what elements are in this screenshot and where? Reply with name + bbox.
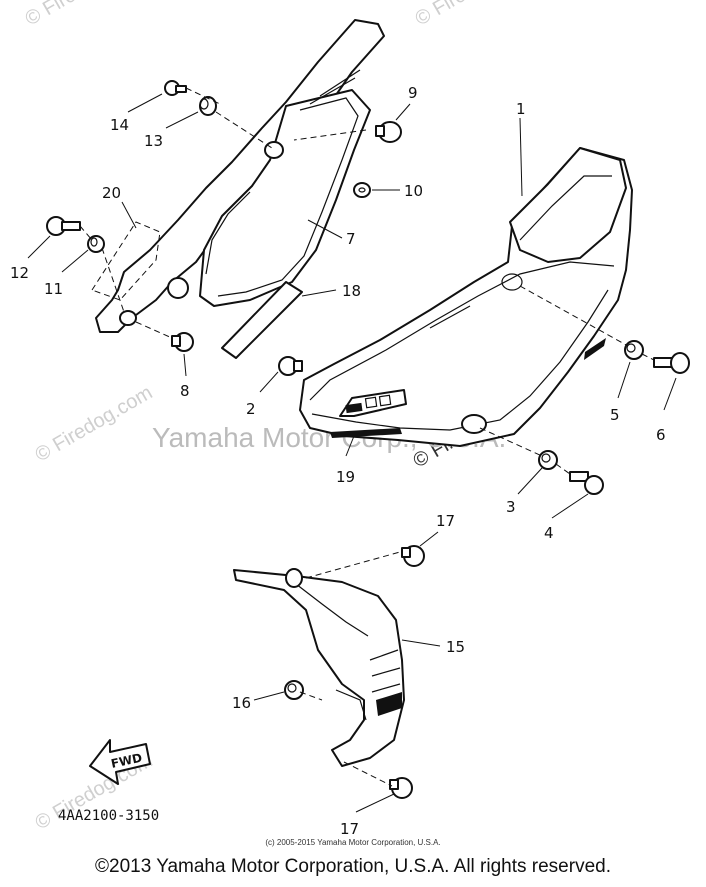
right-side-cover <box>299 147 633 447</box>
callout-8: 8 <box>180 382 190 400</box>
grommet-13 <box>199 96 217 116</box>
callout-20: 20 <box>102 184 121 202</box>
callout-13: 13 <box>144 132 163 150</box>
left-side-cover <box>95 19 385 333</box>
bolt-6 <box>653 352 690 374</box>
callout-10: 10 <box>404 182 423 200</box>
callout-5: 5 <box>610 406 620 424</box>
callout-6: 6 <box>656 426 666 444</box>
callout-1: 1 <box>516 100 526 118</box>
leader-lines <box>27 87 677 813</box>
fwd-label: FWD <box>110 751 144 771</box>
diagram-code: 4AA2100-3150 <box>58 808 159 824</box>
screw-14 <box>164 80 187 96</box>
grommet-16 <box>284 680 304 700</box>
washer-10 <box>353 182 371 198</box>
screw-17-lower <box>389 777 413 799</box>
copyright-notice: ©2013 Yamaha Motor Corporation, U.S.A. A… <box>95 856 611 877</box>
grommet-3 <box>538 450 558 470</box>
callout-16: 16 <box>232 694 251 712</box>
callout-17-lower: 17 <box>340 820 359 838</box>
copyright-small: (c) 2005-2015 Yamaha Motor Corporation, … <box>265 838 441 847</box>
callout-3: 3 <box>506 498 516 516</box>
callout-14: 14 <box>110 116 129 134</box>
callout-2: 2 <box>246 400 256 418</box>
cap-9 <box>375 121 402 143</box>
screw-17-upper <box>401 545 425 567</box>
callout-17-upper: 17 <box>436 512 455 530</box>
callout-18: 18 <box>342 282 361 300</box>
fwd-arrow: FWD <box>89 739 151 785</box>
callout-4: 4 <box>544 524 554 542</box>
callout-11: 11 <box>44 280 63 298</box>
callout-15: 15 <box>446 638 465 656</box>
fasteners <box>46 80 690 799</box>
emblem-19 <box>330 389 407 438</box>
watermark-firedog-left: © Firedog.com <box>32 382 157 467</box>
callout-labels: 1 2 3 4 5 6 7 8 9 10 11 12 13 14 15 16 1… <box>10 84 666 838</box>
watermark-firedog-top-left: © Firedog.com <box>22 0 147 30</box>
callout-7: 7 <box>346 230 356 248</box>
grommet-5 <box>624 340 644 360</box>
lower-cover-15 <box>233 568 405 767</box>
grommet-2 <box>278 356 303 376</box>
callout-12: 12 <box>10 264 29 282</box>
callout-9: 9 <box>408 84 418 102</box>
grommet-11 <box>87 235 105 253</box>
bracket-outline <box>91 221 161 301</box>
watermark-firedog-top-right: © Firedog.com <box>412 0 537 30</box>
bolt-4 <box>569 471 604 495</box>
callout-19: 19 <box>336 468 355 486</box>
decal-18 <box>221 281 303 359</box>
bolt-12 <box>46 216 81 236</box>
grommet-8 <box>171 332 194 352</box>
